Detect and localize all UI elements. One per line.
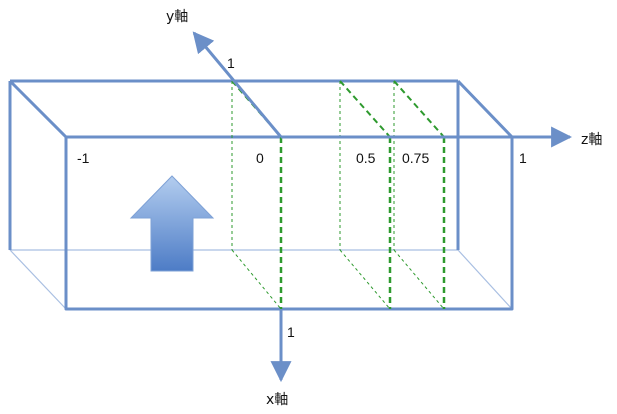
box-bottom-left-edge [9, 249, 67, 310]
z-label-one: 1 [519, 150, 527, 166]
section-z-half-bottom [339, 249, 391, 310]
z-axis-title: z軸 [581, 132, 602, 148]
section-z-three-quarters [393, 80, 446, 310]
z-label-three-quarters: 0.75 [402, 150, 429, 166]
box-top-left-edge [8, 79, 68, 139]
box-bottom-right-edge [457, 249, 513, 310]
section-z-0-bottom [231, 249, 282, 310]
section-z-half-top [339, 80, 391, 138]
z-label-half: 0.5 [356, 150, 376, 166]
box-edges [8, 79, 514, 311]
axes [192, 31, 573, 383]
cross-sections [231, 80, 446, 310]
up-arrow-icon [129, 175, 215, 272]
box-back-edges [9, 249, 513, 310]
y-axis [192, 31, 283, 138]
x-axis-title: x軸 [266, 392, 288, 408]
z-label-zero: 0 [256, 150, 264, 166]
x-axis-label-one: 1 [287, 324, 295, 340]
section-z-three-quarters-top [393, 80, 445, 138]
box-top-right-edge [456, 79, 514, 139]
section-z-half [339, 80, 392, 310]
y-axis-label-one: 1 [227, 55, 235, 71]
z-label-minus-one: -1 [77, 150, 90, 166]
section-z-three-quarters-bottom [393, 249, 445, 310]
section-z-0 [231, 80, 283, 310]
y-axis-title: y軸 [166, 9, 188, 25]
